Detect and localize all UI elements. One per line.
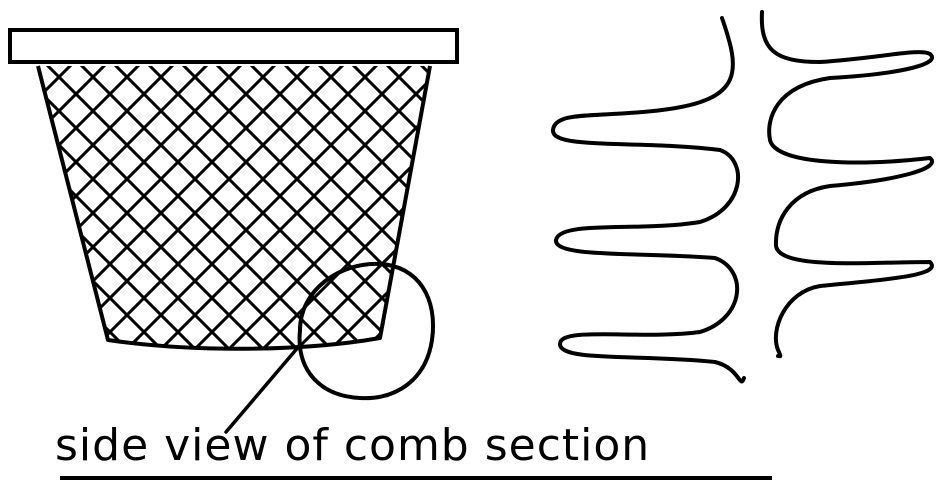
- mesh-line: [300, 60, 620, 380]
- mesh-line: [586, 60, 906, 380]
- mesh-line: [790, 60, 943, 380]
- mesh-line: [0, 60, 22, 380]
- caption-label: side view of comb section: [55, 424, 650, 468]
- mesh-line: [756, 60, 943, 380]
- mesh-line: [824, 60, 943, 380]
- mesh-line: [382, 60, 702, 380]
- mesh-line: [450, 60, 770, 380]
- pointer-line: [226, 345, 300, 432]
- basket-rim: [10, 30, 457, 62]
- mesh-line: [246, 60, 566, 380]
- basket-mesh: [0, 60, 943, 380]
- mesh-line: [470, 60, 790, 380]
- mesh-line: [0, 60, 76, 380]
- mesh-line: [212, 60, 532, 380]
- mesh-line: [348, 60, 668, 380]
- mesh-line: [572, 60, 892, 380]
- mesh-line: [266, 60, 586, 380]
- comb-cells-right: [762, 12, 932, 356]
- mesh-line: [198, 60, 518, 380]
- mesh-line: [62, 60, 382, 380]
- mesh-line: [0, 60, 42, 380]
- mesh-line: [722, 60, 943, 380]
- mesh-line: [232, 60, 552, 380]
- mesh-line: [314, 60, 634, 380]
- mesh-line: [688, 60, 943, 380]
- mesh-line: [280, 60, 600, 380]
- mesh-line: [0, 60, 294, 380]
- mesh-line: [892, 60, 943, 380]
- mesh-line: [0, 60, 8, 380]
- mesh-line: [144, 60, 464, 380]
- mesh-line: [484, 60, 804, 380]
- mesh-line: [96, 60, 416, 380]
- mesh-line: [858, 60, 943, 380]
- mesh-line: [552, 60, 872, 380]
- mesh-line: [178, 60, 498, 380]
- mesh-line: [164, 60, 484, 380]
- mesh-line: [368, 60, 688, 380]
- comb-cells-left: [553, 18, 744, 382]
